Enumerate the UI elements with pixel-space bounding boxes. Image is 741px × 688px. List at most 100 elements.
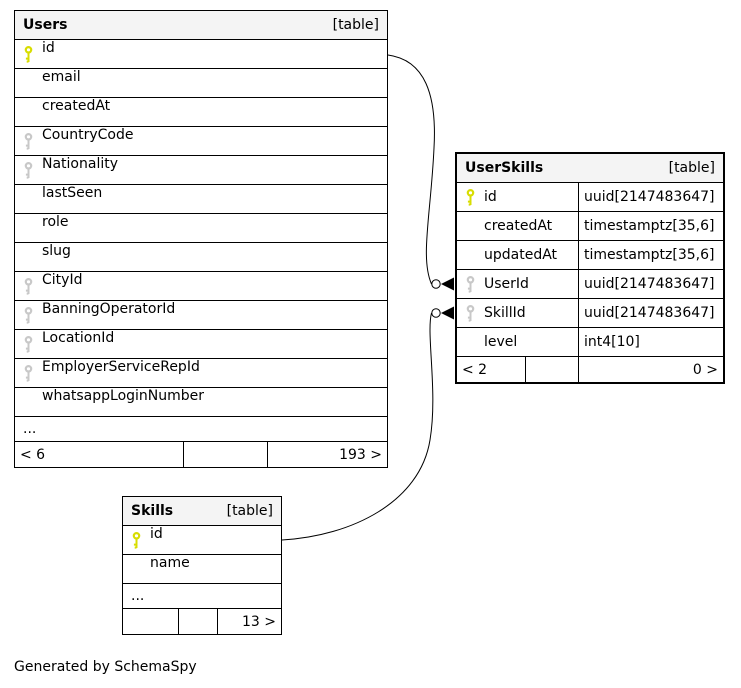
column-name: SkillId: [484, 305, 526, 321]
column-row: createdAt timestamptz[35,6]: [457, 212, 723, 241]
footer-spacer: [178, 609, 217, 634]
column-row: email: [15, 69, 387, 98]
column-row: role: [15, 214, 387, 243]
key-slot: [24, 69, 40, 97]
key-slot: [24, 98, 40, 126]
key-slot: [24, 388, 40, 416]
more-columns-ellipsis: ...: [123, 584, 281, 609]
column-row: slug: [15, 243, 387, 272]
key-slot: [24, 214, 40, 242]
cardinality-arrow-userid: [441, 277, 454, 291]
table-footer: < 6 193 >: [15, 442, 387, 467]
column-name: EmployerServiceRepId: [42, 359, 200, 375]
children-count: [123, 609, 178, 634]
column-row: updatedAt timestamptz[35,6]: [457, 241, 723, 270]
foreign-key-icon: [24, 359, 40, 387]
column-name: CountryCode: [42, 127, 134, 143]
table-header[interactable]: Users [table]: [15, 11, 387, 40]
column-row: LocationId: [15, 330, 387, 359]
relationship-path-users-userskills: [387, 54, 435, 285]
primary-key-icon: [24, 40, 40, 68]
foreign-key-icon: [24, 330, 40, 358]
column-name: createdAt: [42, 98, 111, 114]
column-row: UserId uuid[2147483647]: [457, 270, 723, 299]
primary-key-icon: [466, 188, 482, 206]
column-name: id: [484, 189, 497, 205]
column-name: role: [42, 214, 69, 230]
column-row: id uuid[2147483647]: [457, 183, 723, 212]
cardinality-circle-skillid: [431, 308, 441, 318]
foreign-key-icon: [24, 127, 40, 155]
column-row: level int4[10]: [457, 328, 723, 357]
column-row: CountryCode: [15, 127, 387, 156]
table-node-users[interactable]: Users [table] id email createdAt Country…: [14, 10, 388, 468]
foreign-key-icon: [24, 156, 40, 184]
rows-count: 193 >: [267, 442, 387, 467]
foreign-key-icon: [24, 272, 40, 300]
column-type: uuid[2147483647]: [578, 299, 723, 327]
rows-count: 13 >: [217, 609, 281, 634]
table-header[interactable]: UserSkills [table]: [457, 154, 723, 183]
column-name: slug: [42, 243, 71, 259]
relationship-path-skills-userskills: [281, 312, 434, 541]
foreign-key-icon: [466, 275, 482, 293]
primary-key-icon: [132, 526, 148, 554]
children-count: < 6: [20, 446, 46, 463]
column-name: lastSeen: [42, 185, 103, 201]
column-type: uuid[2147483647]: [578, 270, 723, 298]
table-node-skills[interactable]: Skills [table] id name ... 13 >: [122, 496, 282, 635]
column-name: BanningOperatorId: [42, 301, 176, 317]
more-columns-ellipsis: ...: [15, 417, 387, 442]
column-name: id: [42, 40, 55, 56]
rows-count: 0 >: [578, 357, 723, 382]
table-tag: [table]: [668, 160, 715, 176]
generator-caption: Generated by SchemaSpy: [14, 659, 197, 675]
table-title: UserSkills: [465, 160, 544, 176]
footer-spacer: [525, 357, 578, 382]
table-node-userskills[interactable]: UserSkills [table] id uuid[2147483647] c…: [455, 152, 725, 384]
column-row: whatsappLoginNumber: [15, 388, 387, 417]
table-header[interactable]: Skills [table]: [123, 497, 281, 526]
column-name: CityId: [42, 272, 83, 288]
cardinality-arrow-skillid: [441, 306, 454, 320]
column-name: name: [150, 555, 190, 571]
column-name: whatsappLoginNumber: [42, 388, 205, 404]
column-name: updatedAt: [484, 247, 558, 263]
table-footer: 13 >: [123, 609, 281, 634]
column-row: createdAt: [15, 98, 387, 127]
foreign-key-icon: [24, 301, 40, 329]
column-row: lastSeen: [15, 185, 387, 214]
column-name: UserId: [484, 276, 529, 292]
footer-spacer: [183, 442, 267, 467]
table-footer: < 2 0 >: [457, 357, 723, 382]
column-row: name: [123, 555, 281, 584]
table-tag: [table]: [226, 503, 273, 519]
table-title: Skills: [131, 503, 174, 519]
column-name: email: [42, 69, 81, 85]
column-row: EmployerServiceRepId: [15, 359, 387, 388]
key-slot: [24, 243, 40, 271]
column-type: uuid[2147483647]: [578, 183, 723, 211]
cardinality-circle-userid: [431, 279, 441, 289]
column-row: Nationality: [15, 156, 387, 185]
column-name: createdAt: [484, 218, 553, 234]
table-tag: [table]: [332, 17, 379, 33]
foreign-key-icon: [466, 304, 482, 322]
column-name: level: [484, 334, 518, 350]
children-count: < 2: [462, 361, 488, 378]
column-row: BanningOperatorId: [15, 301, 387, 330]
key-slot: [132, 555, 148, 583]
column-type: timestamptz[35,6]: [578, 212, 723, 240]
column-row: SkillId uuid[2147483647]: [457, 299, 723, 328]
column-row: CityId: [15, 272, 387, 301]
column-row: id: [15, 40, 387, 69]
table-title: Users: [23, 17, 68, 33]
column-name: id: [150, 526, 163, 542]
column-name: Nationality: [42, 156, 119, 172]
key-slot: [24, 185, 40, 213]
column-type: timestamptz[35,6]: [578, 241, 723, 269]
column-name: LocationId: [42, 330, 115, 346]
column-row: id: [123, 526, 281, 555]
